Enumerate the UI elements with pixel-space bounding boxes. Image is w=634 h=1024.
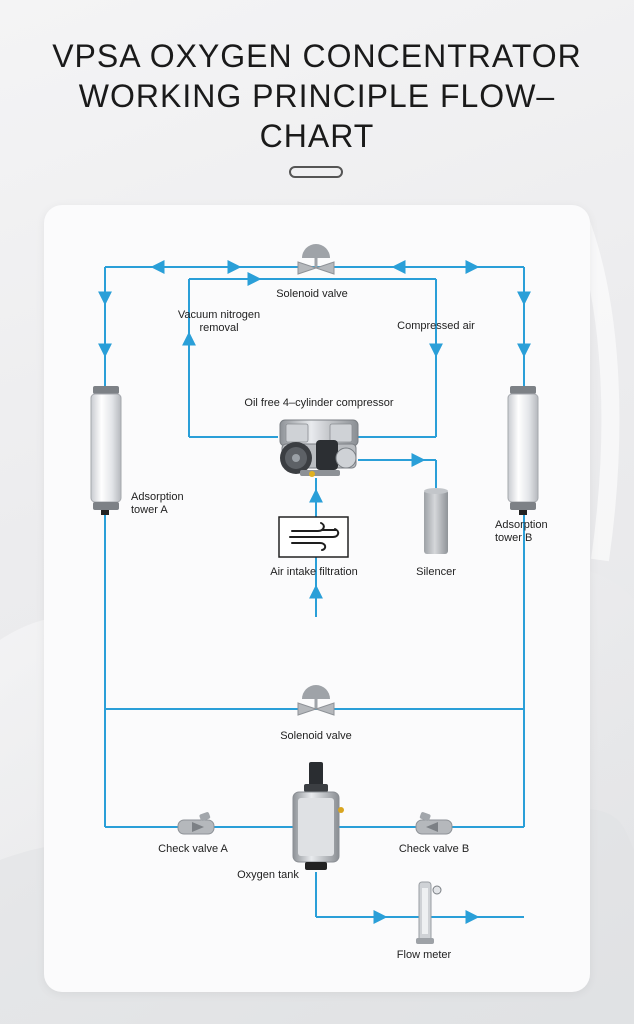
label-air-intake: Air intake filtration <box>270 566 358 578</box>
title-line-2: WORKING PRINCIPLE FLOW– <box>78 78 556 114</box>
compressor-icon <box>279 419 359 477</box>
label-solenoid-valve-top: Solenoid valve <box>276 288 348 300</box>
adsorption-tower-icon <box>507 386 539 515</box>
adsorption-tower-icon <box>90 386 122 515</box>
flow-meter-icon <box>416 881 442 944</box>
label-vacuum-nitrogen-line2: removal <box>199 322 239 334</box>
check-valve-icon <box>177 812 215 835</box>
label-compressed-air: Compressed air <box>397 320 475 332</box>
label-adsorption-tower-a-line2: tower A <box>131 504 168 516</box>
silencer-icon <box>424 488 448 554</box>
solenoid-valve-icon <box>297 685 335 716</box>
label-check-valve-b: Check valve B <box>398 843 470 855</box>
label-oxygen-tank: Oxygen tank <box>237 869 299 881</box>
title-line-3: CHART <box>259 118 375 154</box>
label-adsorption-tower-b-line2: tower B <box>495 532 533 544</box>
flow-arrows <box>98 260 531 924</box>
page-title: VPSA OXYGEN CONCENTRATOR WORKING PRINCIP… <box>0 36 634 156</box>
label-adsorption-tower-b-line1: Adsorption <box>495 519 548 531</box>
solenoid-valve-icon <box>297 244 335 275</box>
label-flow-meter: Flow meter <box>396 949 452 961</box>
title-line-1: VPSA OXYGEN CONCENTRATOR <box>52 38 582 74</box>
label-adsorption-tower-a-line1: Adsorption <box>131 491 184 503</box>
oxygen-tank-icon <box>292 762 344 870</box>
label-compressor: Oil free 4–cylinder compressor <box>244 397 394 409</box>
title-divider-pill <box>289 166 343 178</box>
label-vacuum-nitrogen-line1: Vacuum nitrogen <box>177 309 261 321</box>
check-valve-icon <box>415 812 453 835</box>
air-filter-icon <box>278 516 349 558</box>
label-check-valve-a: Check valve A <box>158 843 228 855</box>
label-solenoid-valve-bottom: Solenoid valve <box>280 730 352 742</box>
label-silencer: Silencer <box>416 566 456 578</box>
